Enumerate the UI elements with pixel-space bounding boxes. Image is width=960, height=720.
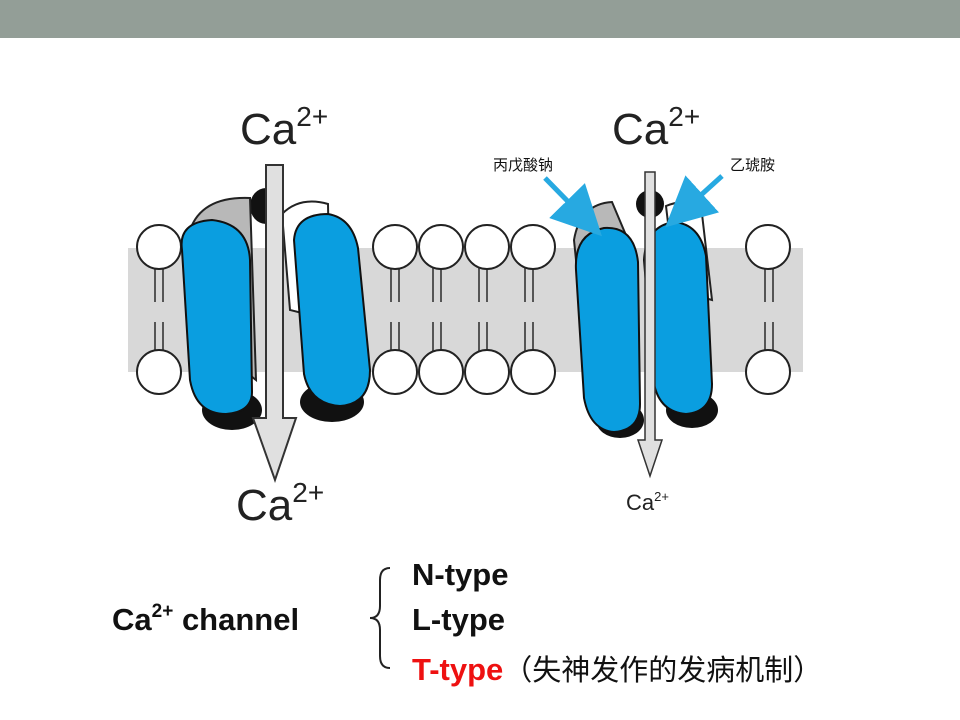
brace-icon: [369, 567, 391, 669]
left-calcium-channel: [180, 164, 372, 484]
right-top-ion-label: Ca2+: [612, 101, 700, 154]
lipid-heads: [136, 224, 791, 395]
n-type-label: N-type: [412, 557, 509, 592]
calcium-channel-diagram: Ca2+ Ca2+ Ca2+ Ca2+ 丙戊酸钠 乙琥胺: [128, 101, 803, 530]
left-channel-flow-arrow: [251, 164, 298, 484]
right-bottom-ion-label: Ca2+: [626, 489, 669, 515]
calcium-channel-label: Ca2+ channel: [112, 600, 300, 637]
valproate-label: 丙戊酸钠: [493, 156, 553, 174]
valproate-arrow: [543, 176, 602, 237]
t-type-label: T-type（失神发作的发病机制）: [412, 647, 822, 689]
left-bottom-ion-label: Ca2+: [236, 477, 324, 530]
ethosuximide-arrow: [665, 174, 724, 228]
t-type-name: T-type: [412, 652, 504, 687]
right-calcium-channel: [572, 171, 718, 479]
left-top-ion-label: Ca2+: [240, 101, 328, 154]
t-type-note: （失神发作的发病机制）: [503, 653, 823, 687]
right-channel-flow-arrow: [636, 171, 664, 479]
ethosuximide-label: 乙琥胺: [730, 156, 775, 174]
header-bar: [0, 0, 960, 38]
l-type-label: L-type: [412, 602, 505, 637]
